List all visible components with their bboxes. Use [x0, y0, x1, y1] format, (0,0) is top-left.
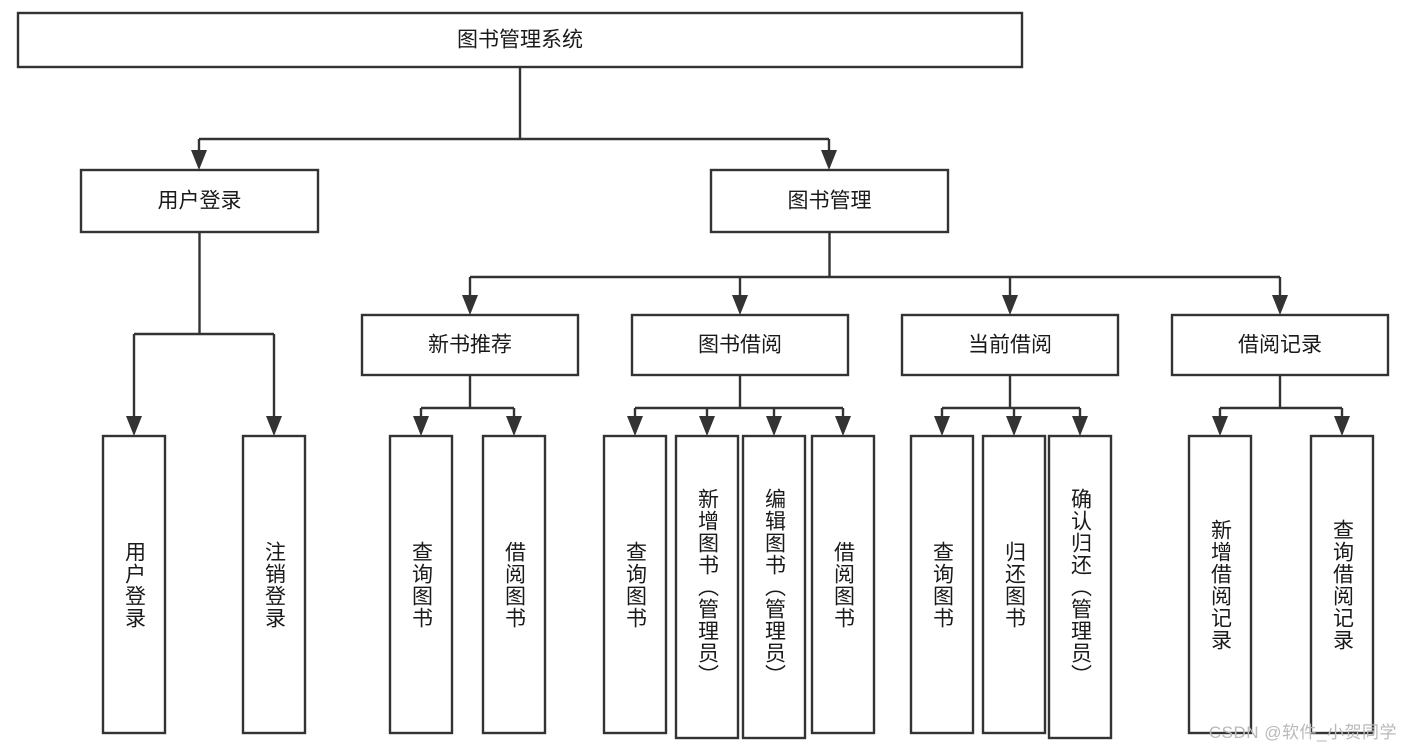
leaf-node-box-用户登录[interactable] — [101, 434, 167, 735]
root-node-box-图书管理系统[interactable] — [16, 11, 1024, 69]
leaf-node-11 — [1047, 434, 1113, 740]
leaf-node-box-归还图书[interactable] — [981, 434, 1047, 735]
level2-node-box-图书管理[interactable] — [709, 168, 950, 234]
leaf-node-13 — [1309, 434, 1375, 735]
leaf-node-7 — [741, 434, 807, 740]
arrow-head-icon — [821, 150, 837, 170]
leaf-node-box-借阅图书[interactable] — [810, 434, 876, 735]
arrow-head-icon — [462, 295, 478, 315]
level3-node-3 — [900, 313, 1120, 377]
level3-node-box-图书借阅[interactable] — [630, 313, 850, 377]
leaf-node-5 — [602, 434, 668, 735]
level3-node-4 — [1170, 313, 1390, 377]
level2-node-label-用户登录: 用户登录 — [158, 190, 242, 213]
leaf-node-box-编辑图书管理员[interactable] — [741, 434, 807, 740]
leaf-node-1 — [101, 434, 167, 735]
node-box-layer — [16, 11, 1390, 740]
leaf-node-3 — [388, 434, 454, 735]
arrow-head-icon — [266, 416, 282, 436]
root-node-1 — [16, 11, 1024, 69]
arrow-head-icon — [627, 416, 643, 436]
arrow-head-icon — [1072, 416, 1088, 436]
leaf-node-6 — [674, 434, 740, 740]
arrow-head-icon — [934, 416, 950, 436]
level3-node-box-借阅记录[interactable] — [1170, 313, 1390, 377]
leaf-node-9 — [909, 434, 975, 735]
level3-node-label-新书推荐: 新书推荐 — [428, 334, 512, 357]
leaf-node-2 — [241, 434, 307, 735]
watermark-text: CSDN @软件_小贺同学 — [1208, 723, 1397, 742]
arrow-head-icon — [1334, 416, 1350, 436]
leaf-node-box-注销登录[interactable] — [241, 434, 307, 735]
leaf-node-10 — [981, 434, 1047, 735]
leaf-node-12 — [1187, 434, 1253, 735]
level3-node-1 — [360, 313, 580, 377]
arrow-head-icon — [126, 416, 142, 436]
level2-node-2 — [709, 168, 950, 234]
level2-node-label-图书管理: 图书管理 — [788, 190, 872, 213]
arrow-head-icon — [1212, 416, 1228, 436]
connector-layer — [126, 67, 1350, 436]
leaf-node-box-查询借阅记录[interactable] — [1309, 434, 1375, 735]
leaf-node-box-确认归还管理员[interactable] — [1047, 434, 1113, 740]
leaf-node-box-查询图书[interactable] — [388, 434, 454, 735]
level3-node-label-当前借阅: 当前借阅 — [968, 334, 1052, 357]
level3-node-box-当前借阅[interactable] — [900, 313, 1120, 377]
level2-node-1 — [79, 168, 320, 234]
level3-node-2 — [630, 313, 850, 377]
level3-node-box-新书推荐[interactable] — [360, 313, 580, 377]
leaf-node-4 — [481, 434, 547, 735]
leaf-node-box-查询图书[interactable] — [909, 434, 975, 735]
level2-node-box-用户登录[interactable] — [79, 168, 320, 234]
leaf-node-box-查询图书[interactable] — [602, 434, 668, 735]
arrow-head-icon — [835, 416, 851, 436]
leaf-node-box-新增借阅记录[interactable] — [1187, 434, 1253, 735]
level3-node-label-借阅记录: 借阅记录 — [1238, 334, 1322, 357]
arrow-head-icon — [1006, 416, 1022, 436]
arrow-head-icon — [732, 295, 748, 315]
arrow-head-icon — [766, 416, 782, 436]
arrow-head-icon — [699, 416, 715, 436]
leaf-node-box-借阅图书[interactable] — [481, 434, 547, 735]
arrow-head-icon — [191, 150, 207, 170]
arrow-head-icon — [413, 416, 429, 436]
leaf-node-box-新增图书管理员[interactable] — [674, 434, 740, 740]
leaf-node-8 — [810, 434, 876, 735]
arrow-head-icon — [1272, 295, 1288, 315]
arrow-head-icon — [1002, 295, 1018, 315]
root-node-label-图书管理系统: 图书管理系统 — [457, 29, 583, 52]
level3-node-label-图书借阅: 图书借阅 — [698, 334, 782, 357]
arrow-head-icon — [506, 416, 522, 436]
